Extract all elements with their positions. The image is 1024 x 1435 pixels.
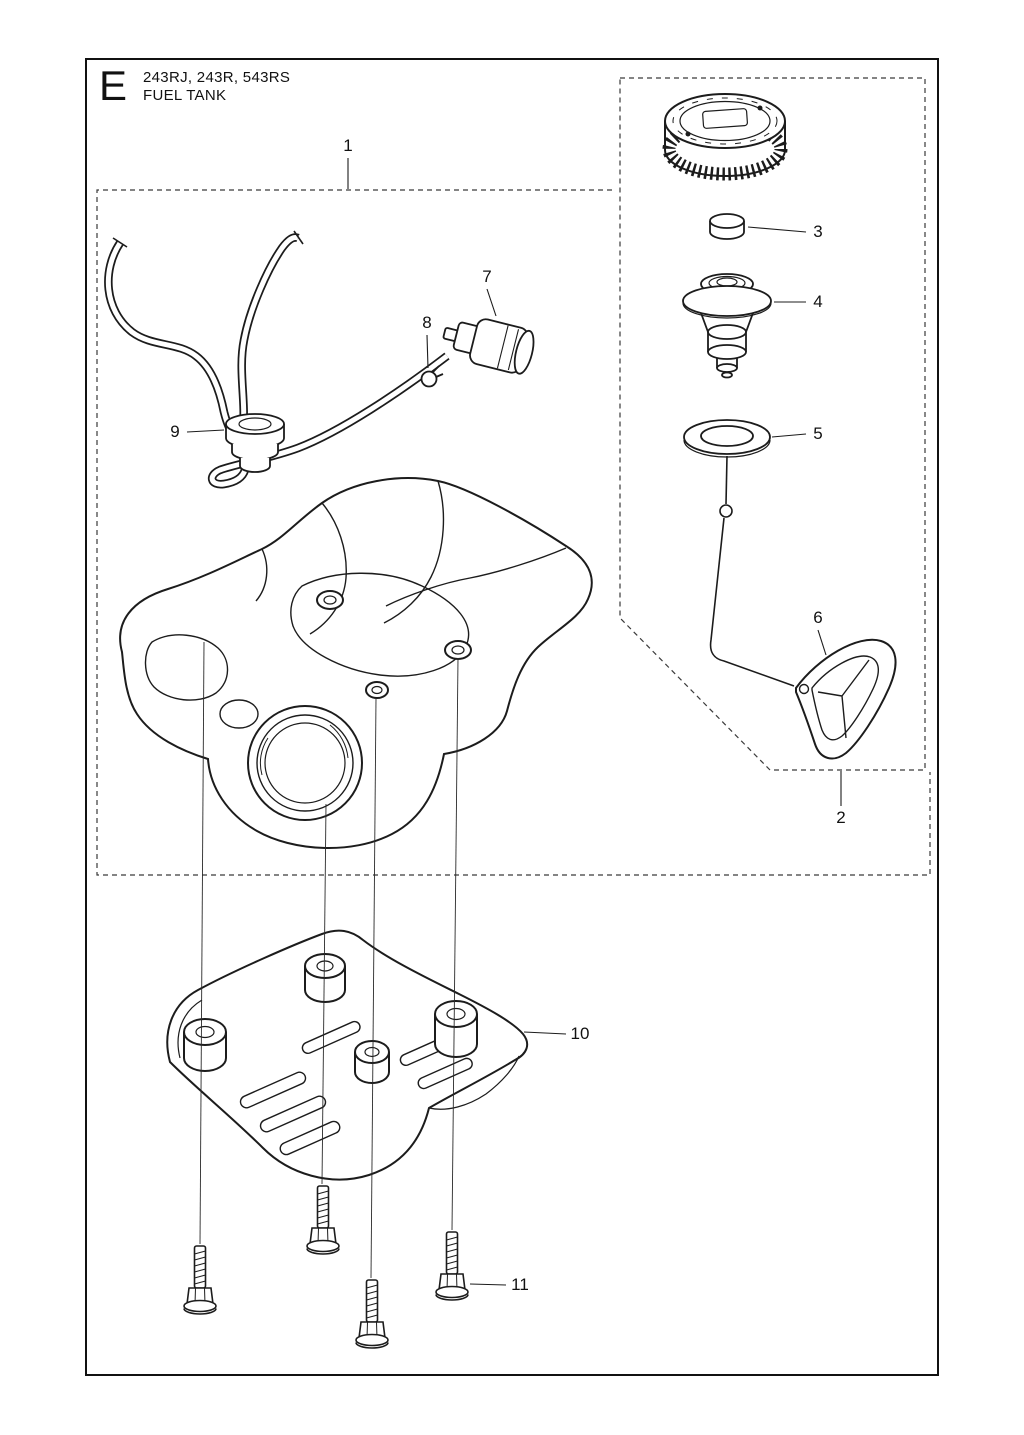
fuel-cap-drawing [662,93,788,181]
guard-plate-drawing [166,929,529,1181]
fuel-tank-drawing [119,477,593,849]
tether-drawing [795,638,897,760]
dashed-region-tank-assembly [96,189,931,876]
cap-insert-drawing [709,213,745,240]
hose-clip-drawing [420,365,444,388]
washer-drawing [683,419,771,458]
leader-lines [186,158,842,1286]
fuel-line-tubes [104,230,450,489]
diagram-title: FUEL TANK [143,87,227,104]
grommet-drawing [225,413,285,473]
cap-valve-drawing [682,273,772,379]
dashed-region-cap-assembly [619,77,926,771]
models-text: 243RJ, 243R, 543RS [143,69,291,86]
projection-lines [199,641,459,1279]
diagram-header: E 243RJ, 243R, 543RS FUEL TANK [99,62,291,109]
section-letter: E [99,62,129,109]
fuel-filter-drawing [442,318,535,375]
retainer-cord-drawing [709,455,795,687]
screw-drawing [183,1185,469,1349]
